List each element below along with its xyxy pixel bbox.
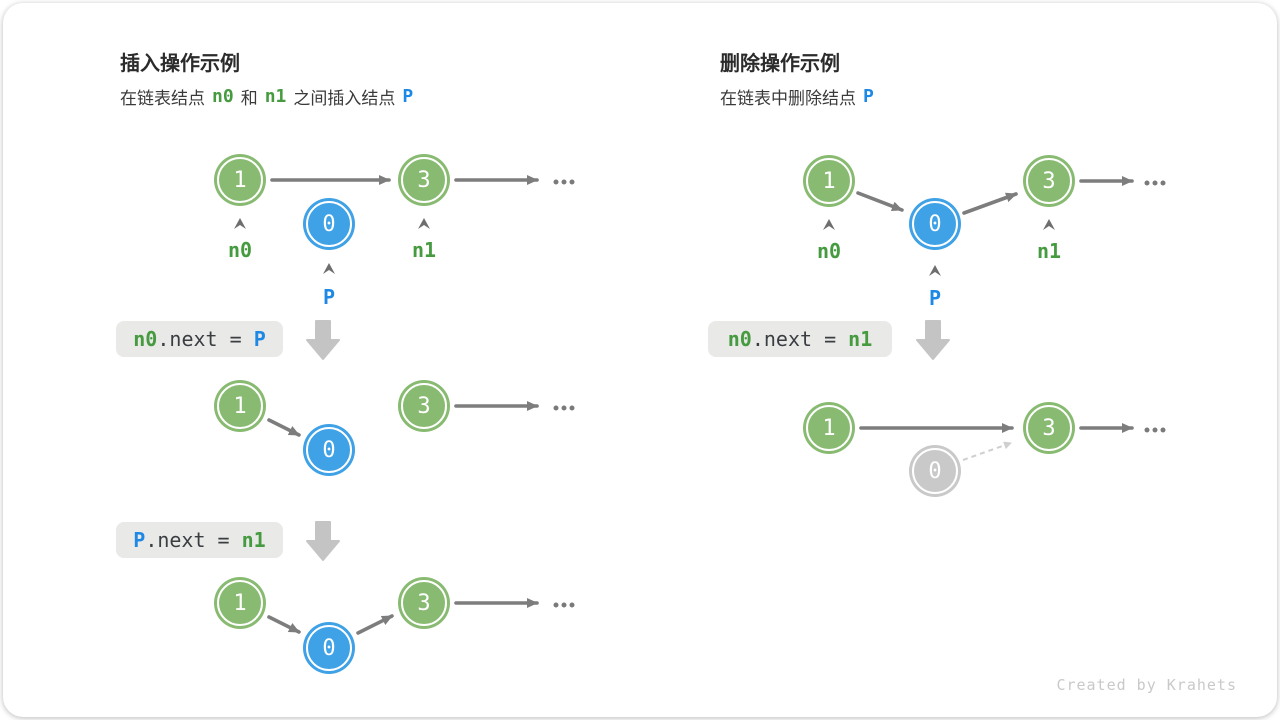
token-n0: n0: [212, 86, 234, 107]
caret-under-n1: [418, 218, 430, 229]
caret-under-p: [929, 265, 941, 276]
delete-panel-subtitle: 在链表中删除结点 P: [720, 84, 881, 109]
insert-panel-title: 插入操作示例: [120, 53, 240, 75]
arrows-layer: [234, 175, 1134, 635]
down-block-arrow: [306, 521, 340, 561]
down-block-arrow: [916, 320, 950, 360]
code-mid: .next =: [145, 528, 242, 552]
ellipsis: [553, 405, 575, 411]
list-node-3: 3: [401, 383, 447, 429]
list-node-1: 1: [217, 383, 263, 429]
pointer-label-p: P: [928, 286, 942, 310]
list-node-0: 0: [306, 625, 352, 671]
pointer-label-n0: n0: [816, 239, 842, 263]
token-n1: n1: [264, 86, 287, 107]
caret-under-p: [323, 263, 335, 274]
code-rhs: P: [253, 327, 266, 351]
list-node-3: 3: [401, 157, 447, 203]
diagram-card: 插入操作示例 在链表结点 n0 和 n1 之间插入结点 P 删除操作示例 在链表…: [3, 3, 1277, 717]
caret-under-n1: [1043, 219, 1055, 230]
list-node-1: 1: [217, 580, 263, 626]
arrow-0-to-3: [356, 614, 394, 635]
code-box-delete-step1: n0.next = n1: [708, 321, 892, 357]
code-rhs: n1: [848, 327, 873, 351]
pointer-label-n1: n1: [411, 238, 437, 262]
ellipsis: [553, 179, 575, 185]
code-lhs: P: [133, 528, 146, 552]
pointer-label-n0: n0: [227, 238, 253, 262]
subtitle-text: 和: [240, 89, 258, 108]
arrow-1-to-0: [267, 615, 301, 634]
token-p: P: [863, 86, 874, 107]
list-node-1: 1: [806, 158, 852, 204]
list-node-0: 0: [306, 201, 352, 247]
subtitle-text: 在链表中删除结点: [720, 89, 856, 108]
list-node-3: 3: [1026, 158, 1072, 204]
pointer-label-p: P: [322, 285, 336, 309]
dashed-arrow-removed-0-to-3: [962, 441, 1012, 461]
list-node-3: 3: [401, 580, 447, 626]
arrow-1-to-0: [267, 418, 301, 437]
code-lhs: n0: [133, 327, 158, 351]
list-node-0: 0: [306, 427, 352, 473]
ellipsis: [1144, 180, 1166, 186]
code-box-insert-step2: P.next = n1: [116, 522, 283, 558]
pointer-label-n1: n1: [1036, 239, 1062, 263]
caret-under-n0: [234, 218, 246, 229]
code-mid: .next =: [751, 327, 849, 351]
down-block-arrow: [306, 320, 340, 360]
list-node-3: 3: [1026, 405, 1072, 451]
caret-under-n0: [823, 219, 835, 230]
code-mid: .next =: [157, 327, 254, 351]
code-lhs: n0: [727, 327, 752, 351]
arrow-1-to-0: [856, 191, 904, 212]
insert-panel-subtitle: 在链表结点 n0 和 n1 之间插入结点 P: [120, 84, 420, 109]
subtitle-text: 之间插入结点: [293, 89, 396, 108]
code-box-insert-step1: n0.next = P: [116, 321, 283, 357]
credit-text: Created by Krahets: [1056, 676, 1237, 694]
delete-panel-title: 删除操作示例: [720, 53, 840, 75]
list-node-0: 0: [912, 201, 958, 247]
ellipsis: [1144, 427, 1166, 433]
ellipsis: [553, 602, 575, 608]
code-rhs: n1: [241, 528, 266, 552]
token-p: P: [402, 86, 414, 107]
subtitle-text: 在链表结点: [120, 89, 205, 108]
list-node-1: 1: [217, 157, 263, 203]
list-node-0-removed: 0: [912, 448, 958, 494]
arrow-0-to-3: [962, 192, 1018, 215]
list-node-1: 1: [806, 405, 852, 451]
